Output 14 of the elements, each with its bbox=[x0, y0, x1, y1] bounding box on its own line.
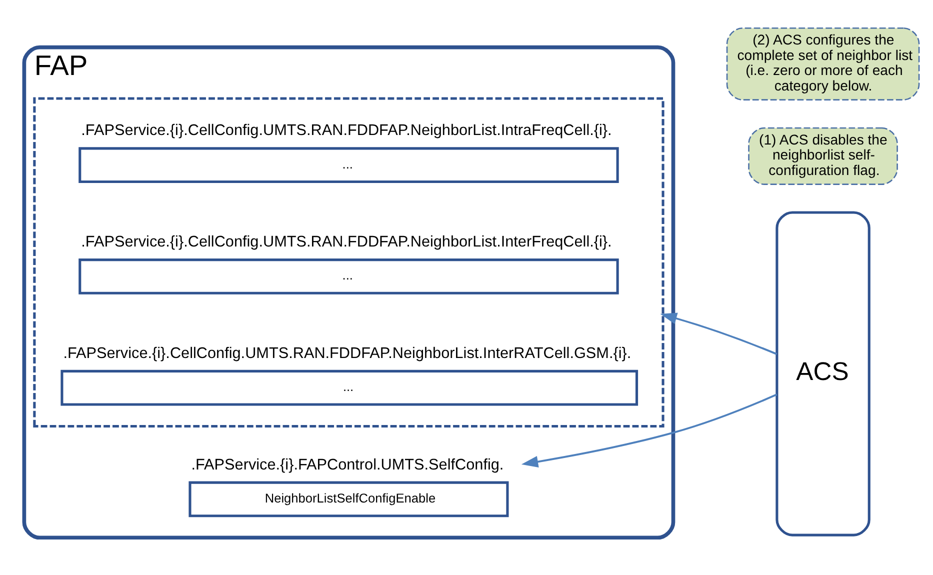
node-box: ACS bbox=[776, 210, 870, 536]
arrow bbox=[521, 393, 778, 467]
node-label: .FAPService.{i}.CellConfig.UMTS.RAN.FDDFAP.NeighborList.InterRATCell.GSM.{i}. bbox=[63, 344, 632, 362]
node-label: .FAPService.{i}.CellConfig.UMTS.RAN.FDDFAP.NeighborList.IntraFreqCell.{i}. bbox=[81, 122, 612, 139]
node-label: .FAPService.{i}.CellConfig.UMTS.RAN.FDDFAP.NeighborList.InterFreqCell.{i}. bbox=[81, 233, 612, 250]
node-box: NeighborListSelfConfigEnable bbox=[188, 480, 509, 517]
node-box: ... bbox=[78, 258, 619, 294]
cluster bbox=[33, 96, 664, 428]
arrow bbox=[660, 312, 778, 354]
node-box: ... bbox=[78, 146, 619, 183]
node-box: ... bbox=[60, 369, 638, 406]
node-box: (1) ACS disables the neighborlist self-configuration flag. bbox=[748, 126, 898, 184]
node-box: (2) ACS configures the complete set of neighbor list (i.e. zero or more of each category below. bbox=[726, 26, 920, 100]
node-label: .FAPService.{i}.FAPControl.UMTS.SelfConfig. bbox=[191, 456, 504, 473]
